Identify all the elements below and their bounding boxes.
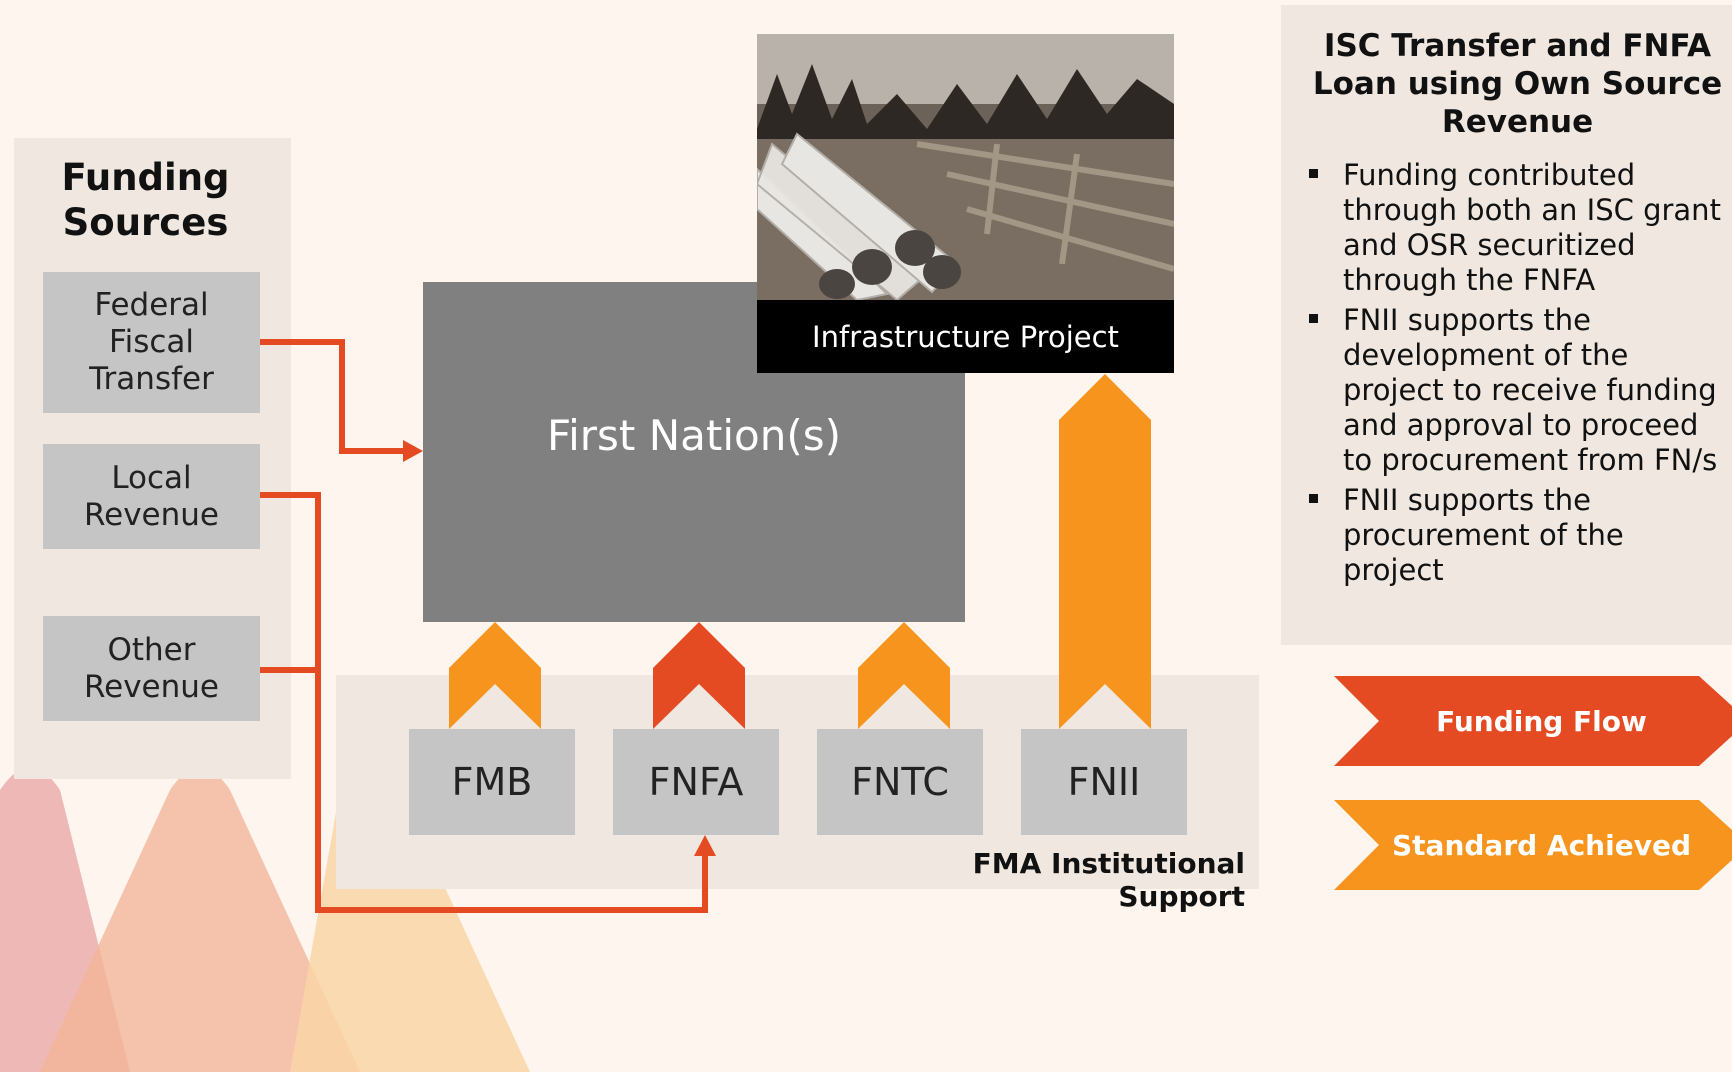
bullet-icon xyxy=(1309,494,1318,503)
fnfa-funding-chevron xyxy=(653,622,745,729)
fnfa-box: FNFA xyxy=(613,729,779,835)
legend-standard-achieved-label: Standard Achieved xyxy=(1379,800,1704,890)
local-revenue-flow-line xyxy=(260,492,708,913)
local-revenue-label: Local Revenue xyxy=(83,459,219,533)
funding-sources-title: Funding Sources xyxy=(61,156,230,244)
legend-funding-flow-text: Funding Flow xyxy=(1436,704,1647,738)
fmb-label: FMB xyxy=(451,760,533,804)
other-revenue-label: Other Revenue xyxy=(83,631,219,705)
first-nation-label: First Nation(s) xyxy=(547,410,841,460)
fntc-box: FNTC xyxy=(817,729,983,835)
federal-transfer-arrowhead xyxy=(403,440,423,462)
federal-fiscal-transfer-label: Federal Fiscal Transfer xyxy=(89,287,214,397)
federal-transfer-flow-line xyxy=(260,339,406,454)
legend-funding-flow-label: Funding Flow xyxy=(1379,676,1704,766)
institutional-support-label: FMA Institutional Support xyxy=(972,847,1245,913)
description-bullet: FNII supports the development of the pro… xyxy=(1307,303,1732,478)
decor-peach-chevron xyxy=(40,767,360,1072)
description-bullet: Funding contributed through both an ISC … xyxy=(1307,158,1732,298)
fnii-box: FNII xyxy=(1021,729,1187,835)
federal-fiscal-transfer-box: Federal Fiscal Transfer xyxy=(43,272,260,413)
other-revenue-box: Other Revenue xyxy=(43,616,260,721)
local-revenue-box: Local Revenue xyxy=(43,444,260,549)
infrastructure-project-caption: Infrastructure Project xyxy=(757,300,1174,373)
fntc-label: FNTC xyxy=(851,760,949,804)
infrastructure-project-label: Infrastructure Project xyxy=(812,319,1119,354)
legend-funding-flow-chevron xyxy=(1334,676,1732,766)
fnfa-label: FNFA xyxy=(648,760,744,804)
fntc-standard-chevron xyxy=(858,622,950,729)
description-bullet-list: Funding contributed through both an ISC … xyxy=(1307,158,1732,593)
description-bullet-text: FNII supports the procurement of the pro… xyxy=(1343,483,1624,587)
description-bullet: FNII supports the procurement of the pro… xyxy=(1307,483,1732,588)
description-panel xyxy=(1281,5,1732,645)
legend-standard-achieved-chevron xyxy=(1334,800,1732,890)
fmb-standard-chevron xyxy=(449,622,541,729)
legend-standard-achieved-text: Standard Achieved xyxy=(1392,828,1691,862)
bullet-icon xyxy=(1309,314,1318,323)
description-bullet-text: Funding contributed through both an ISC … xyxy=(1343,158,1721,297)
fnfa-funding-arrowhead xyxy=(694,835,716,856)
fnii-standard-chevron xyxy=(1059,374,1151,729)
description-title: ISC Transfer and FNFA Loan using Own Sou… xyxy=(1312,28,1723,140)
fmb-box: FMB xyxy=(409,729,575,835)
description-bullet-text: FNII supports the development of the pro… xyxy=(1343,303,1718,477)
bullet-icon xyxy=(1309,169,1318,178)
infrastructure-project-photo xyxy=(757,34,1174,300)
fnii-label: FNII xyxy=(1067,760,1141,804)
